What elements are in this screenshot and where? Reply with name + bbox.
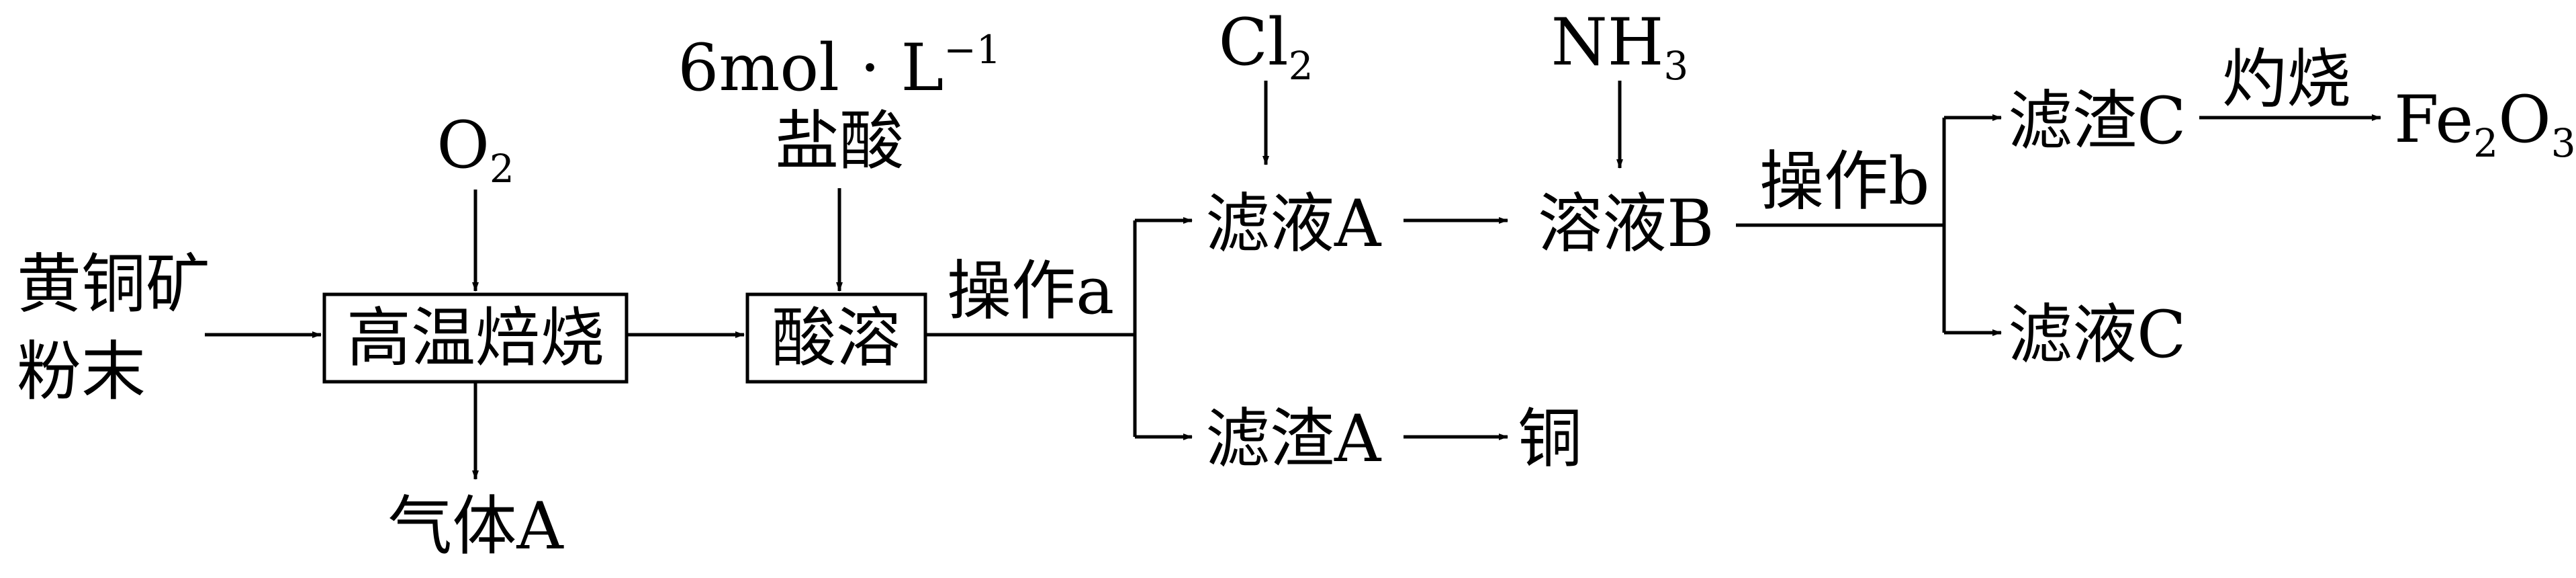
node-filtrate-a: 滤液A xyxy=(1205,186,1381,261)
cl2-symbol: Cl xyxy=(1218,5,1289,80)
nh3-subscript: 3 xyxy=(1663,43,1689,89)
node-residue-a: 滤渣A xyxy=(1205,401,1381,477)
o-subscript: 3 xyxy=(2550,120,2576,166)
operation-b-label: 操作b xyxy=(1759,144,1930,219)
operation-a-label: 操作a xyxy=(947,253,1115,329)
node-filtrate-c: 滤液C xyxy=(2008,297,2187,372)
fe-subscript: 2 xyxy=(2473,120,2499,166)
product-fe2o3: Fe2O3 xyxy=(2394,87,2576,163)
input-label-line2: 粉末 xyxy=(17,334,146,409)
step-dissolve-label: 酸溶 xyxy=(772,300,901,376)
o2-subscript: 2 xyxy=(489,146,514,192)
node-copper: 铜 xyxy=(1518,401,1582,477)
node-solution-b: 溶液B xyxy=(1538,186,1714,261)
reagent-hcl-name: 盐酸 xyxy=(775,104,904,179)
reagent-o2: O2 xyxy=(436,113,514,188)
reagent-nh3: NH3 xyxy=(1551,10,1689,85)
fe-symbol: Fe xyxy=(2394,82,2474,157)
node-residue-c: 滤渣C xyxy=(2008,83,2187,159)
reagent-hcl-concentration: 6mol · L−1 xyxy=(678,30,1001,100)
dissolve-box-border xyxy=(745,292,927,384)
cl2-subscript: 2 xyxy=(1288,43,1314,89)
hcl-conc-text: 6mol · L xyxy=(678,30,944,106)
reagent-cl2: Cl2 xyxy=(1218,10,1313,85)
o2-symbol: O xyxy=(436,108,490,183)
hcl-conc-superscript: −1 xyxy=(944,27,1001,73)
product-gas-a: 气体A xyxy=(387,489,563,564)
o-symbol: O xyxy=(2498,82,2551,157)
input-label-line1: 黄铜矿 xyxy=(17,247,210,322)
step-calcine-label: 灼烧 xyxy=(2222,42,2351,117)
nh3-symbol: NH xyxy=(1551,5,1664,80)
step-roast-label: 高温焙烧 xyxy=(347,300,604,376)
